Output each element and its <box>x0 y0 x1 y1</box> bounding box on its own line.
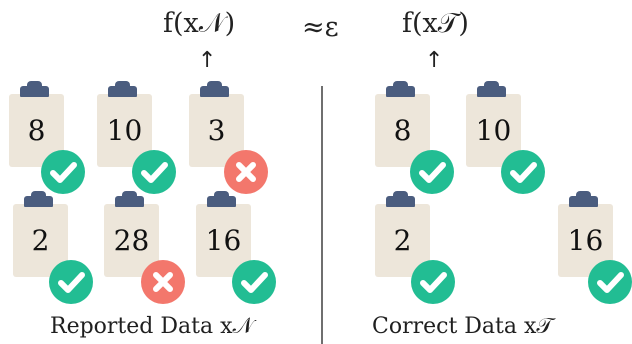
right-function-expression: f(x𝒯) <box>402 10 469 37</box>
clipboard-clip-icon <box>115 191 144 207</box>
clipboard-clip-icon <box>200 81 229 97</box>
clipboard-clip-icon <box>386 191 415 207</box>
reported-data-caption: Reported Data x𝒩 <box>50 314 254 339</box>
reported-value-1: 8 <box>27 114 46 147</box>
reported-value-6: 16 <box>205 224 242 257</box>
clipboard-clip-icon <box>108 81 137 97</box>
reported-value-2: 10 <box>106 114 143 147</box>
check-icon <box>410 150 454 194</box>
check-icon <box>501 150 545 194</box>
correct-value-4: 16 <box>567 224 604 257</box>
cross-icon <box>224 150 268 194</box>
correct-value-1: 8 <box>393 114 412 147</box>
reported-value-3: 3 <box>207 114 226 147</box>
correct-value-2: 10 <box>475 114 512 147</box>
check-icon <box>132 150 176 194</box>
clipboard-clip-icon <box>207 191 236 207</box>
approximation-relation: ≈ε <box>302 14 339 41</box>
clipboard-clip-icon <box>477 81 506 97</box>
right-up-arrow: ↑ <box>425 48 444 73</box>
reported-clipboard-2: 10 <box>97 81 159 172</box>
reported-value-5: 28 <box>113 224 150 257</box>
clipboard-clip-icon <box>24 191 53 207</box>
clipboard-clip-icon <box>20 81 49 97</box>
right-function-text: f(x𝒯) <box>402 8 469 39</box>
approximation-symbol: ≈ε <box>302 12 339 43</box>
check-icon <box>49 260 93 304</box>
reported-clipboard-1: 8 <box>9 81 71 172</box>
correct-value-3: 2 <box>393 224 412 257</box>
check-icon <box>411 260 455 304</box>
panel-divider <box>321 86 323 344</box>
correct-clipboard-2: 10 <box>466 81 528 172</box>
correct-data-caption: Correct Data x𝒯 <box>372 314 554 339</box>
reported-clipboard-5: 28 <box>104 191 166 282</box>
left-function-expression: f(x𝒩) <box>163 10 235 37</box>
check-icon <box>232 260 276 304</box>
clipboard-clip-icon <box>569 191 598 207</box>
clipboard-clip-icon <box>386 81 415 97</box>
reported-value-4: 2 <box>31 224 50 257</box>
check-icon <box>588 260 632 304</box>
left-function-text: f(x𝒩) <box>163 8 236 39</box>
left-up-arrow: ↑ <box>198 48 217 73</box>
cross-icon <box>141 260 185 304</box>
check-icon <box>41 150 85 194</box>
